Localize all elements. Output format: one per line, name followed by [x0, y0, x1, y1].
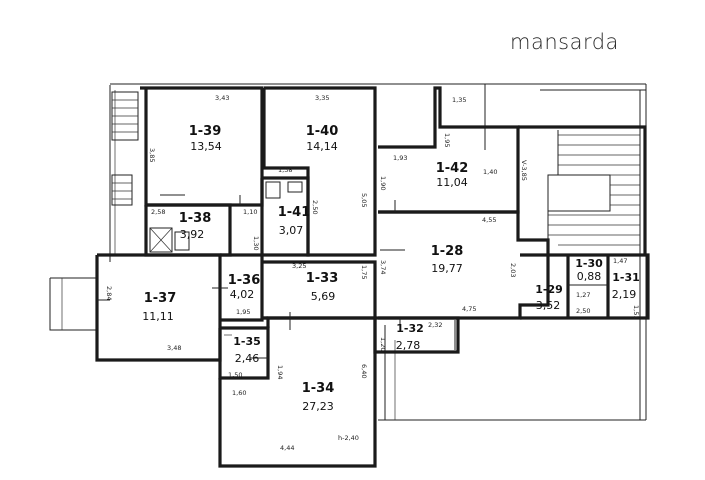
room-id-1-31: 1-31	[612, 271, 640, 284]
dim-label: 6,40	[360, 364, 368, 378]
room-id-1-39: 1-39	[189, 124, 222, 139]
dim-label: 1,27	[576, 291, 590, 299]
room-id-1-41: 1-41	[278, 205, 311, 220]
dim-label: 1,40	[483, 168, 497, 176]
dim-label: 2,50	[311, 200, 319, 214]
room-area-1-35: 2,46	[235, 352, 260, 365]
dim-label: 1,90	[379, 176, 387, 190]
dim-label: 1,47	[613, 257, 627, 265]
dim-label: 3,25	[292, 262, 306, 270]
left-stair	[111, 91, 139, 206]
dim-label: 2,03	[509, 263, 517, 277]
dim-label: 2,84	[105, 286, 113, 300]
dim-label: 5,05	[360, 193, 368, 207]
dim-label: 4,44	[280, 444, 294, 452]
dim-label: 1,30	[252, 236, 260, 250]
room-id-1-37: 1-37	[144, 291, 177, 306]
dim-label: V-3,85	[520, 160, 528, 181]
room-id-1-30: 1-30	[575, 257, 603, 270]
room-id-1-42: 1-42	[436, 161, 469, 176]
dim-label: 4,75	[462, 305, 476, 313]
dimension-labels: 3,43 3,35 1,35 3,85 1,95 1,38 2,50 5,05 …	[105, 94, 640, 452]
dim-label: 3,43	[215, 94, 229, 102]
room-id-1-29: 1-29	[535, 283, 563, 296]
dim-label: 1,10	[243, 208, 257, 216]
room-area-1-41: 3,07	[279, 224, 304, 237]
right-stair	[547, 130, 640, 250]
dim-label: 1,94	[276, 365, 284, 379]
dim-label: 1,35	[452, 96, 466, 104]
room-area-1-38: 3,92	[180, 228, 205, 241]
dim-label: 1,93	[393, 154, 407, 162]
interior-details	[97, 130, 640, 359]
room-area-1-33: 5,69	[311, 290, 336, 303]
room-id-1-34: 1-34	[302, 381, 335, 396]
dim-label: 1,51	[632, 305, 640, 319]
dim-label: 3,35	[315, 94, 329, 102]
dim-label: 1,38	[278, 166, 292, 174]
room-id-1-35: 1-35	[233, 335, 261, 348]
room-labels: 1-39 13,54 1-40 14,14 1-42 11,04 1-38 3,…	[142, 124, 640, 413]
dim-label: 1,20	[379, 337, 387, 351]
room-area-1-36: 4,02	[230, 288, 255, 301]
room-id-1-33: 1-33	[306, 271, 339, 286]
room-area-1-42: 11,04	[436, 176, 468, 189]
dim-label: 2,58	[151, 208, 165, 216]
dim-label: 1,60	[232, 389, 246, 397]
room-id-1-28: 1-28	[431, 244, 464, 259]
dim-label: 1,50	[228, 371, 242, 379]
room-id-1-32: 1-32	[396, 322, 424, 335]
room-area-1-34: 27,23	[302, 400, 334, 413]
room-area-1-28: 19,77	[431, 262, 463, 275]
room-area-1-32: 2,78	[396, 339, 421, 352]
dim-label: 3,74	[379, 260, 387, 274]
room-area-1-37: 11,11	[142, 310, 174, 323]
dim-label: 4,55	[482, 216, 496, 224]
dim-label: 2,50	[576, 307, 590, 315]
dim-label: 1,75	[360, 265, 368, 279]
room-area-1-31: 2,19	[612, 288, 637, 301]
walls	[95, 86, 650, 468]
dim-label: 1,95	[236, 308, 250, 316]
dim-label: 3,48	[167, 344, 181, 352]
dim-label: h-2,40	[338, 434, 359, 442]
dim-label: 3,85	[148, 148, 156, 162]
room-area-1-39: 13,54	[190, 140, 222, 153]
dim-label: 1,95	[443, 133, 451, 147]
room-area-1-29: 3,52	[536, 299, 561, 312]
room-id-1-38: 1-38	[179, 211, 212, 226]
dim-label: 2,32	[428, 321, 442, 329]
room-area-1-30: 0,88	[577, 270, 602, 283]
outer-frame	[49, 83, 647, 421]
plan-title: mansarda	[510, 30, 619, 54]
room-area-1-40: 14,14	[306, 140, 338, 153]
room-id-1-36: 1-36	[228, 273, 261, 288]
room-id-1-40: 1-40	[306, 124, 339, 139]
